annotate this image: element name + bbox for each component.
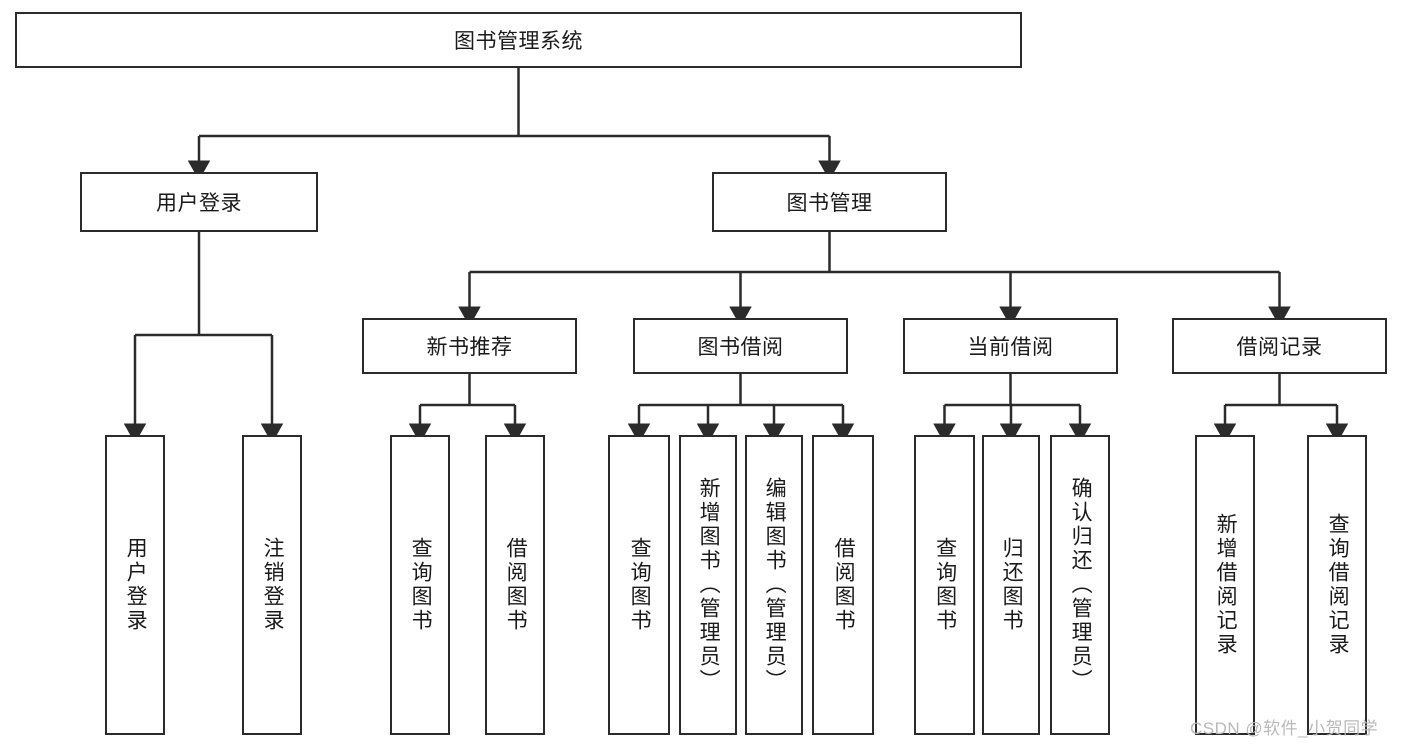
node-bb-query-book[interactable]: 查询图书 xyxy=(608,435,670,735)
node-cb-confirm-return-admin[interactable]: 确认归还（管理员） xyxy=(1050,435,1110,735)
node-label: 查询借阅记录 xyxy=(1326,513,1350,657)
node-new-book-recommend[interactable]: 新书推荐 xyxy=(362,318,577,374)
node-bb-borrow-book[interactable]: 借阅图书 xyxy=(812,435,874,735)
node-label: 新增借阅记录 xyxy=(1214,513,1238,657)
node-label: 新书推荐 xyxy=(426,336,513,359)
node-nb-query-book[interactable]: 查询图书 xyxy=(390,435,450,735)
node-cb-return-book[interactable]: 归还图书 xyxy=(982,435,1040,735)
node-nb-borrow-book[interactable]: 借阅图书 xyxy=(485,435,545,735)
node-label: 编辑图书（管理员） xyxy=(763,477,787,693)
node-label: 图书管理 xyxy=(786,192,873,215)
node-label: 用户登录 xyxy=(124,537,148,633)
node-label: 当前借阅 xyxy=(967,336,1054,359)
node-root[interactable]: 图书管理系统 xyxy=(15,12,1022,68)
node-label: 归还图书 xyxy=(1000,537,1024,633)
node-label: 借阅记录 xyxy=(1236,336,1323,359)
node-label: 图书管理系统 xyxy=(454,30,583,53)
node-current-borrow[interactable]: 当前借阅 xyxy=(903,318,1118,374)
node-label: 借阅图书 xyxy=(504,537,528,633)
node-label: 用户登录 xyxy=(156,192,242,215)
node-label: 查询图书 xyxy=(409,537,433,633)
node-label: 图书借阅 xyxy=(697,336,784,359)
node-label: 查询图书 xyxy=(933,537,957,633)
node-user-login[interactable]: 用户登录 xyxy=(80,172,318,232)
node-user-login-login[interactable]: 用户登录 xyxy=(105,435,165,735)
node-book-manage[interactable]: 图书管理 xyxy=(712,172,947,232)
node-book-borrow[interactable]: 图书借阅 xyxy=(633,318,848,374)
node-user-login-logout[interactable]: 注销登录 xyxy=(242,435,302,735)
node-bb-add-book-admin[interactable]: 新增图书（管理员） xyxy=(679,435,737,735)
node-label: 借阅图书 xyxy=(832,537,856,633)
node-br-add-record[interactable]: 新增借阅记录 xyxy=(1195,435,1255,735)
node-label: 确认归还（管理员） xyxy=(1069,477,1093,693)
node-cb-query-book[interactable]: 查询图书 xyxy=(914,435,975,735)
node-br-query-record[interactable]: 查询借阅记录 xyxy=(1307,435,1367,735)
watermark-text: CSDN @软件_小贺同学 xyxy=(1190,719,1379,738)
node-label: 注销登录 xyxy=(261,537,285,633)
node-label: 新增图书（管理员） xyxy=(697,477,721,693)
node-label: 查询图书 xyxy=(628,537,652,633)
node-bb-edit-book-admin[interactable]: 编辑图书（管理员） xyxy=(745,435,803,735)
node-borrow-record[interactable]: 借阅记录 xyxy=(1172,318,1387,374)
